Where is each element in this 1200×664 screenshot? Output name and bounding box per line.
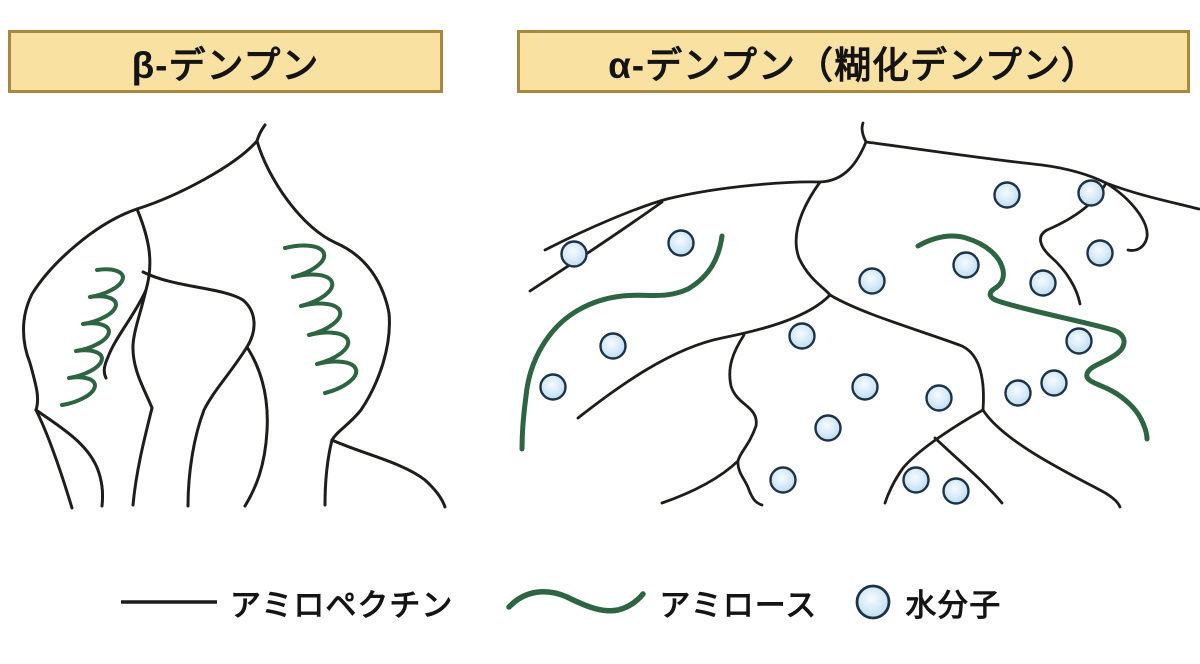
amylose-wave-icon [506, 589, 647, 614]
water-molecule [952, 251, 980, 279]
water-molecule [925, 384, 953, 412]
water-molecule [902, 466, 930, 494]
legend: アミロペクチン アミロース 水分子 [120, 578, 1001, 626]
water-molecule [1029, 269, 1057, 297]
alpha-starch-panel [519, 121, 1200, 509]
amylose-strand-right [915, 233, 1150, 442]
water-molecule [814, 414, 842, 442]
water-molecule [993, 181, 1021, 209]
amylose-coil [60, 267, 125, 407]
legend-label-water: 水分子 [905, 587, 1002, 623]
panel-title-beta-starch: β-デンプン [8, 30, 443, 93]
legend-item-amylopectin: アミロペクチン [120, 580, 505, 625]
amylose-strands-layer [519, 233, 1150, 452]
amylose-strand-left [519, 233, 725, 452]
water-molecule-icon [855, 584, 891, 620]
amylose-coil [283, 243, 359, 395]
water-molecule [1077, 179, 1105, 207]
panel-title-alpha-starch-label: α-デンプン（糊化デンプン） [608, 44, 1099, 86]
water-molecules-layer [539, 179, 1114, 505]
legend-label-amylopectin: アミロペクチン [230, 587, 454, 623]
legend-item-amylose: アミロース [505, 580, 853, 625]
amylopectin-network-beta [22, 123, 447, 510]
water-molecule [599, 332, 627, 360]
water-molecule [851, 373, 879, 401]
panel-title-alpha-starch: α-デンプン（糊化デンプン） [517, 30, 1190, 93]
water-molecule [858, 267, 886, 295]
water-molecule [1065, 327, 1093, 355]
amylopectin-line-icon [121, 600, 217, 604]
amylose-coils-layer [60, 243, 359, 407]
legend-label-amylose: アミロース [659, 587, 818, 623]
amylopectin-network-alpha [528, 121, 1200, 509]
water-molecule [1004, 379, 1032, 407]
water-molecule [539, 373, 567, 401]
beta-starch-panel [22, 123, 447, 510]
water-molecule [560, 240, 588, 268]
water-molecule [667, 229, 695, 257]
water-molecule [1086, 239, 1114, 267]
water-molecule [769, 466, 797, 494]
water-molecule [788, 322, 816, 350]
water-molecule [942, 477, 970, 505]
legend-item-water: 水分子 [853, 580, 1001, 625]
water-molecule [1040, 369, 1068, 397]
panel-title-beta-starch-label: β-デンプン [131, 44, 320, 86]
